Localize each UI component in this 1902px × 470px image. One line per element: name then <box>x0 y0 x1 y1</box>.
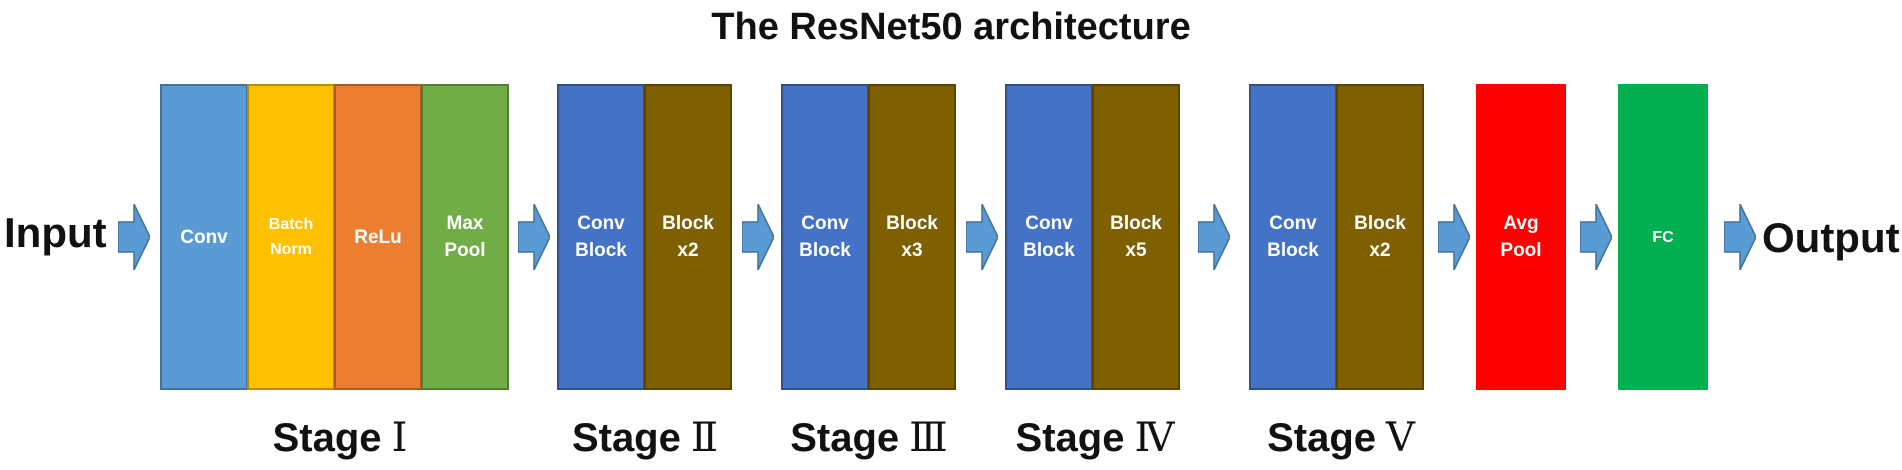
conv-block-label: Conv Block <box>1267 213 1319 261</box>
input-label: Input <box>4 209 107 256</box>
arrow-icon <box>1724 204 1756 270</box>
conv-block-stage4: Conv Block <box>1005 84 1093 390</box>
avg-pool-layer: Avg Pool <box>1476 84 1566 390</box>
conv-block-stage3: Conv Block <box>781 84 869 390</box>
stage-numeral: Ⅰ <box>391 415 408 461</box>
conv-block-label: Conv Block <box>575 213 627 261</box>
arrow-icon <box>1580 204 1612 270</box>
conv-label: Conv <box>180 226 228 248</box>
identity-block-stage3: Block x3 <box>868 84 956 390</box>
arrow-icon <box>118 204 150 270</box>
relu-layer: ReLu <box>334 84 422 390</box>
arrow-icon <box>1438 204 1470 270</box>
max-pool-layer: Max Pool <box>421 84 509 390</box>
fc-label: FC <box>1652 228 1674 246</box>
batch-norm-layer: Batch Norm <box>247 84 335 390</box>
stage-numeral: Ⅱ <box>690 415 719 461</box>
arrow-icon <box>966 204 998 270</box>
stage-numeral: Ⅳ <box>1134 415 1175 461</box>
stage-numeral: Ⅲ <box>909 415 948 461</box>
output-label: Output <box>1762 214 1900 261</box>
relu-label: ReLu <box>354 226 402 248</box>
conv-block-stage5: Conv Block <box>1249 84 1337 390</box>
stage-numeral: Ⅴ <box>1386 415 1415 461</box>
max-pool-label: Max Pool <box>444 213 486 261</box>
conv-block-label: Conv Block <box>799 213 851 261</box>
identity-block-label: Block x2 <box>662 213 714 261</box>
avg-pool-label: Avg Pool <box>1500 213 1542 261</box>
identity-block-label: Block x2 <box>1354 213 1406 261</box>
stage-word: Stage <box>571 416 681 460</box>
identity-block-label: Block x5 <box>1110 213 1162 261</box>
diagram-title: The ResNet50 architecture <box>711 6 1191 48</box>
conv-layer: Conv <box>160 84 248 390</box>
arrow-icon <box>742 204 774 270</box>
arrow-icon <box>518 204 550 270</box>
stage-word: Stage <box>272 416 382 460</box>
arrow-icon <box>1198 204 1230 270</box>
conv-block-label: Conv Block <box>1023 213 1075 261</box>
identity-block-label: Block x3 <box>886 213 938 261</box>
fc-layer: FC <box>1618 84 1708 390</box>
identity-block-stage2: Block x2 <box>644 84 732 390</box>
stage-word: Stage <box>1267 416 1377 460</box>
batch-norm-label: Batch Norm <box>268 216 314 258</box>
stage-word: Stage <box>790 416 900 460</box>
stage-word: Stage <box>1015 416 1125 460</box>
conv-block-stage2: Conv Block <box>557 84 645 390</box>
identity-block-stage5: Block x2 <box>1336 84 1424 390</box>
identity-block-stage4: Block x5 <box>1092 84 1180 390</box>
